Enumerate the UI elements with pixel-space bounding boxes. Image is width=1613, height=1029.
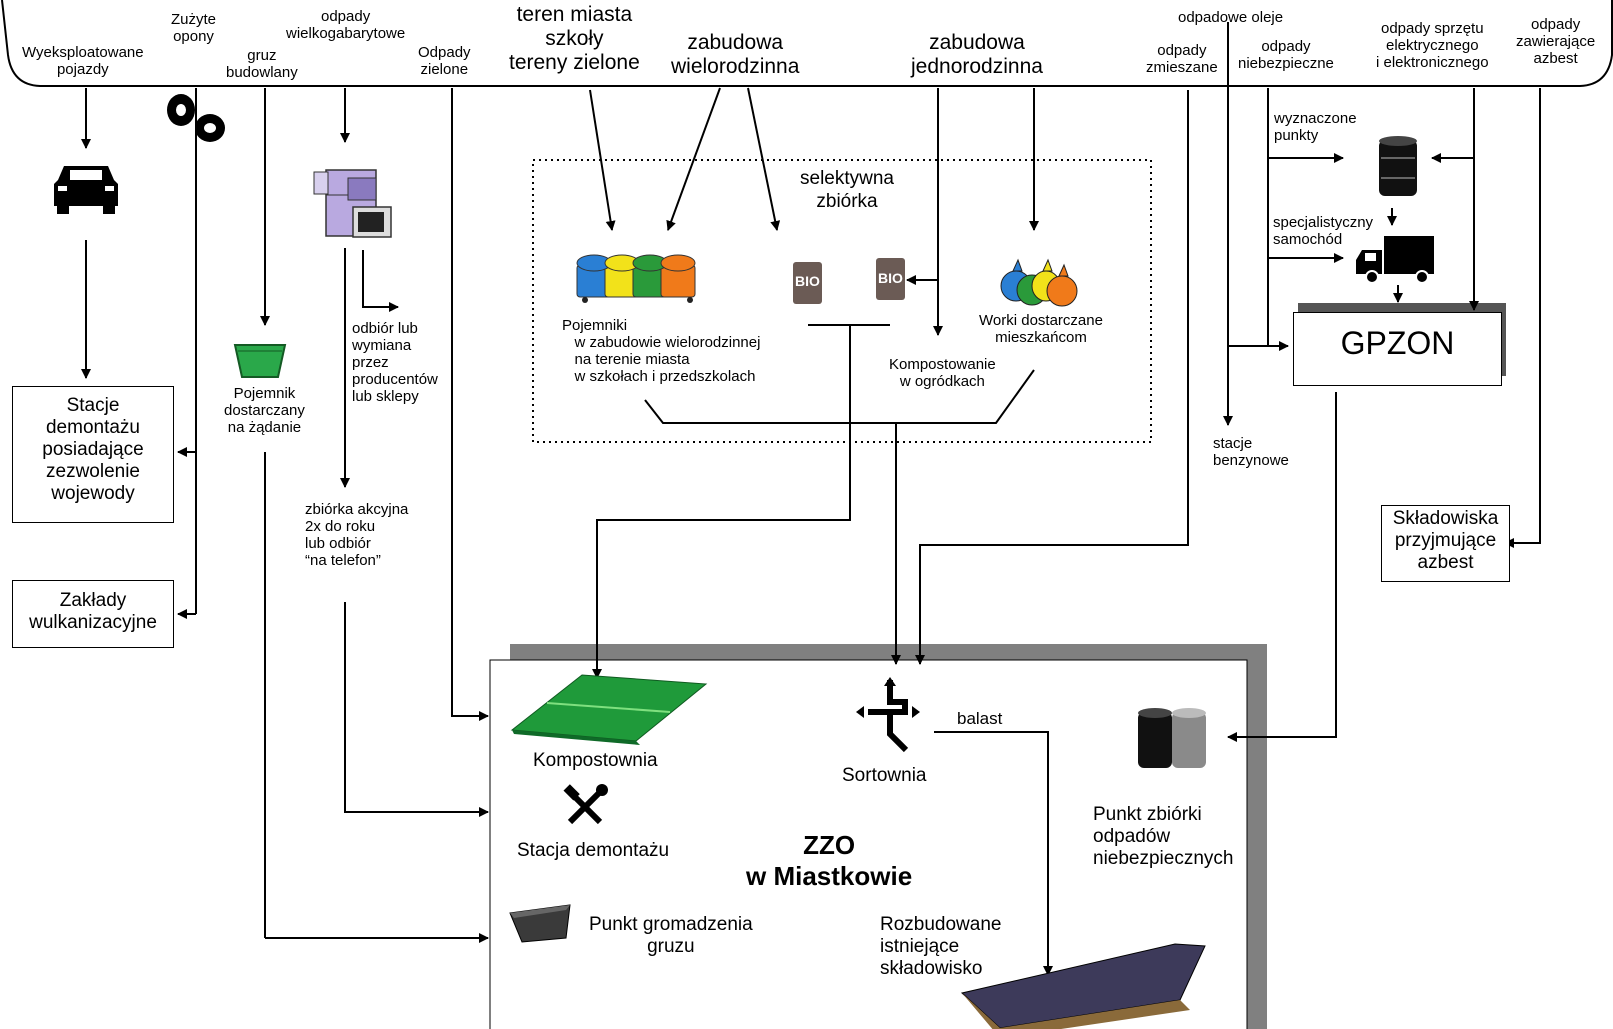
balast-label: balast [957, 709, 1003, 728]
container-icon [233, 344, 287, 378]
rubble-container-icon [509, 904, 571, 943]
bio-label-2: BIO [878, 270, 903, 286]
hazardous-barrels-icon [1138, 708, 1206, 768]
source-zielone: Odpady zielone [418, 44, 471, 78]
source-oleje: odpadowe oleje [1178, 9, 1284, 26]
event-collection-caption: zbiórka akcyjna 2x do roku lub odbiór “n… [305, 501, 409, 569]
home-composting-caption: Kompostowanie w ogródkach [889, 356, 996, 390]
gpzon-label: GPZON [1340, 325, 1455, 361]
tools-icon [563, 784, 608, 825]
source-zmieszane: odpady zmieszane [1146, 42, 1218, 76]
bags-icon [1000, 258, 1078, 307]
selective-collection-title: selektywna zbiórka [800, 168, 894, 212]
tires-icon [167, 94, 225, 142]
bio-label-1: BIO [795, 273, 820, 289]
bio-bin-2-icon [876, 258, 905, 300]
sorting-label: Sortownia [842, 765, 927, 786]
container-caption: Pojemnik dostarczany na żądanie [224, 385, 305, 436]
bins-caption: Pojemniki w zabudowie wielorodzinnej na … [562, 317, 761, 385]
barrel-icon [1379, 136, 1417, 196]
source-jednorodzinna: zabudowa jednorodzinna [911, 31, 1043, 78]
source-wielorodzinna: zabudowa wielorodzinna [671, 31, 800, 78]
dismantling-station-label: Stacja demontażu [517, 840, 670, 861]
dismantling-stations-box [12, 386, 174, 523]
sources-banner [1, 0, 1613, 87]
hazardous-point-label: Punkt zbiórki odpadów niebezpiecznych [1093, 804, 1234, 869]
landfill-icon [960, 943, 1206, 1029]
dismantling-stations-label: Stacje demontażu posiadające zezwolenie … [42, 395, 144, 504]
car-icon [54, 166, 118, 214]
rubble-point-label: Punkt gromadzenia gruzu [589, 914, 753, 957]
source-opony: Zużyte opony [171, 11, 217, 45]
source-pojazdy: Wyeksploatowane pojazdy [22, 44, 144, 78]
source-niebezpieczne: odpady niebezpieczne [1238, 38, 1334, 72]
landfill-label: Rozbudowane istniejące składowisko [880, 914, 1002, 979]
gas-stations-caption: stacje benzynowe [1213, 435, 1289, 469]
source-wielkogabarytowe: odpady wielkogabarytowe [286, 8, 406, 42]
truck-icon [1356, 236, 1434, 284]
zzo-title: ZZO w Miastkowie [746, 830, 913, 891]
source-teren-miasta: teren miasta szkoły tereny zielone [509, 3, 640, 74]
gpzon-box [1293, 312, 1502, 386]
compost-plant-icon [510, 674, 708, 745]
producer-pickup-caption: odbiór lub wymiana przez producentów lub… [352, 320, 438, 405]
source-sprzet: odpady sprzętu elektrycznego i elektroni… [1376, 20, 1489, 71]
appliances-icon [313, 169, 392, 238]
compost-plant-label: Kompostownia [533, 750, 658, 771]
bio-bin-1-icon [793, 262, 822, 304]
bags-caption: Worki dostarczane mieszkańcom [979, 312, 1103, 346]
asbestos-landfill-box [1381, 505, 1510, 582]
vulcanizing-plants-box [12, 580, 174, 648]
special-truck-caption: specjalistyczny samochód [1273, 214, 1374, 248]
designated-points-caption: wyznaczone punkty [1274, 110, 1357, 144]
vulcanizing-plants-label: Zakłady wulkanizacyjne [29, 590, 157, 633]
bins-icon [576, 254, 696, 303]
sorting-icon [856, 677, 920, 753]
source-gruz: gruz budowlany [226, 47, 298, 81]
source-azbest: odpady zawierające azbest [1516, 16, 1596, 67]
asbestos-landfill-label: Składowiska przyjmujące azbest [1392, 508, 1499, 573]
flow-arrows [81, 22, 1541, 976]
